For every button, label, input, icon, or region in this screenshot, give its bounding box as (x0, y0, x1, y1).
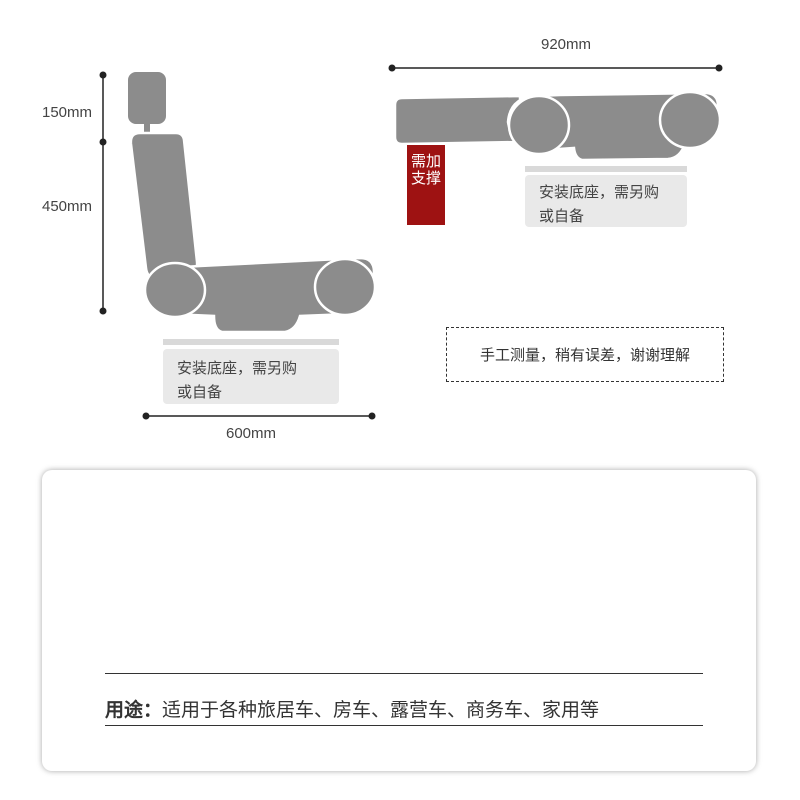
disclaimer-text: 手工测量，稍有误差，谢谢理解 (479, 347, 690, 364)
flat-bolster-shape (507, 94, 571, 156)
dimension-dot (99, 307, 107, 315)
dimension-dot (368, 412, 376, 420)
measurement-disclaimer: 手工测量，稍有误差，谢谢理解 (446, 327, 724, 382)
usage-line: 用途：适用于各种旅居车、房车、露营车、商务车、家用等 (105, 695, 599, 722)
flat-backrest-shape (393, 94, 522, 146)
base-note-line: 安装底座，需另购 (177, 360, 298, 377)
seat-diagram-svg (99, 64, 723, 420)
divider-bottom (105, 725, 703, 726)
flat-base-bar (525, 166, 687, 172)
base-note-box: 安装底座，需另购 或自备 (163, 349, 339, 404)
flat-base-note-box: 安装底座，需另购 或自备 (525, 175, 687, 227)
flat-bolster-shape (658, 90, 722, 150)
base-note-line: 或自备 (177, 384, 223, 401)
headrest-post (144, 123, 150, 135)
support-required-tag: 需加支撑 (407, 145, 445, 225)
usage-label: 用途： (105, 700, 163, 721)
base-note-line: 安装底座，需另购 (539, 184, 660, 201)
headrest-shape (126, 70, 168, 126)
dimension-dot (715, 64, 723, 72)
divider-top (105, 673, 703, 674)
headrest-height-label: 150mm (42, 104, 93, 121)
base-bar (163, 339, 339, 345)
backrest-height-label: 450mm (42, 198, 93, 215)
dimension-dot (388, 64, 396, 72)
seat-bolster-shape (143, 261, 207, 319)
dimension-dot (99, 71, 107, 79)
usage-card (42, 470, 756, 771)
seat-width-label: 600mm (226, 425, 277, 442)
dimension-dot (99, 138, 107, 146)
usage-text: 适用于各种旅居车、房车、露营车、商务车、家用等 (162, 700, 600, 721)
base-note-line: 或自备 (539, 208, 585, 225)
backrest-shape (129, 131, 199, 280)
dimension-dot (142, 412, 150, 420)
seat-bolster-shape (313, 257, 377, 317)
flat-length-label: 920mm (541, 36, 592, 53)
